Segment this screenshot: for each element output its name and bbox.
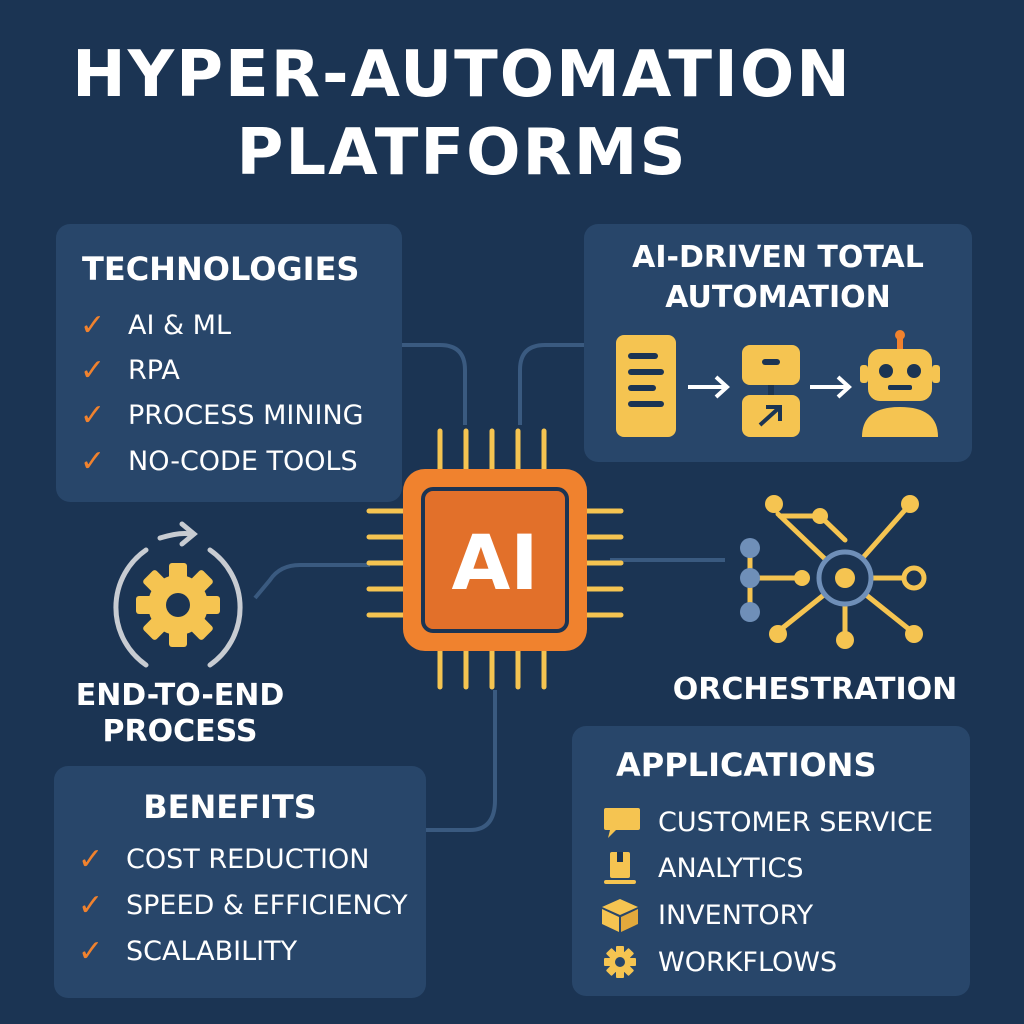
chat-bubble-icon [604,808,640,838]
benefits-item: ✓ COST REDUCTION [78,842,369,877]
page-title-line1: HYPER-AUTOMATION [72,38,852,112]
gear-icon [604,946,636,978]
checkmark-icon: ✓ [80,398,106,433]
benefits-card: BENEFITS ✓ COST REDUCTION ✓ SPEED & EFFI… [54,766,426,998]
benefits-item-label: COST REDUCTION [126,844,370,875]
checkmark-icon: ✓ [78,842,104,877]
applications-item: INVENTORY [600,897,813,933]
benefits-item: ✓ SCALABILITY [78,934,297,969]
technologies-heading: TECHNOLOGIES [82,250,360,288]
robot-icon [860,330,940,437]
applications-item-label: CUSTOMER SERVICE [658,806,934,838]
document-icon [616,335,676,437]
orchestration-label: ORCHESTRATION [672,672,958,707]
orchestration-network-icon [740,495,927,649]
checkmark-icon: ✓ [80,444,106,479]
cycle-gear-icon [113,521,243,668]
technologies-item-label: NO-CODE TOOLS [128,446,358,477]
benefits-item-label: SCALABILITY [126,936,298,967]
technologies-item-label: AI & ML [128,310,231,341]
ai-driven-heading-line1: AI-DRIVEN TOTAL [632,240,924,275]
benefits-item-label: SPEED & EFFICIENCY [126,890,408,921]
technologies-card: TECHNOLOGIES ✓ AI & ML ✓ RPA ✓ PROCESS M… [56,224,402,502]
benefits-item: ✓ SPEED & EFFICIENCY [78,888,408,923]
applications-item: WORKFLOWS [600,944,837,980]
checkmark-icon: ✓ [78,934,104,969]
end-to-end-label-line2: PROCESS [102,714,258,749]
applications-card: APPLICATIONS CUSTOMER SERVICE ANALYTICS … [572,726,970,996]
end-to-end-label-line1: END-TO-END [75,678,285,713]
checkmark-icon: ✓ [80,353,106,388]
benefits-heading: BENEFITS [143,788,317,826]
arrow-right-icon [810,375,852,399]
technologies-item: ✓ NO-CODE TOOLS [80,444,358,479]
ai-chip-label: AI [451,518,539,607]
checkmark-icon: ✓ [78,888,104,923]
technologies-item: ✓ PROCESS MINING [80,398,364,433]
technologies-item: ✓ AI & ML [80,308,231,343]
ai-chip-icon [366,428,624,690]
analytics-icon [604,852,636,884]
technologies-item: ✓ RPA [80,353,180,388]
ai-driven-automation-card: AI-DRIVEN TOTAL AUTOMATION [584,224,972,462]
page-title-line2: PLATFORMS [236,116,688,190]
arrow-right-icon [688,375,730,399]
checkmark-icon: ✓ [80,308,106,343]
automation-flow [616,330,940,437]
applications-heading: APPLICATIONS [616,746,877,784]
process-block-icon [742,345,800,437]
applications-item-label: ANALYTICS [658,852,804,884]
box-icon [602,899,638,932]
applications-item-label: WORKFLOWS [658,946,838,978]
applications-item: ANALYTICS [600,850,804,886]
technologies-item-label: PROCESS MINING [128,400,364,431]
applications-item-label: INVENTORY [658,899,814,931]
applications-item: CUSTOMER SERVICE [600,804,933,840]
ai-driven-heading-line2: AUTOMATION [665,280,891,315]
technologies-item-label: RPA [128,355,180,386]
